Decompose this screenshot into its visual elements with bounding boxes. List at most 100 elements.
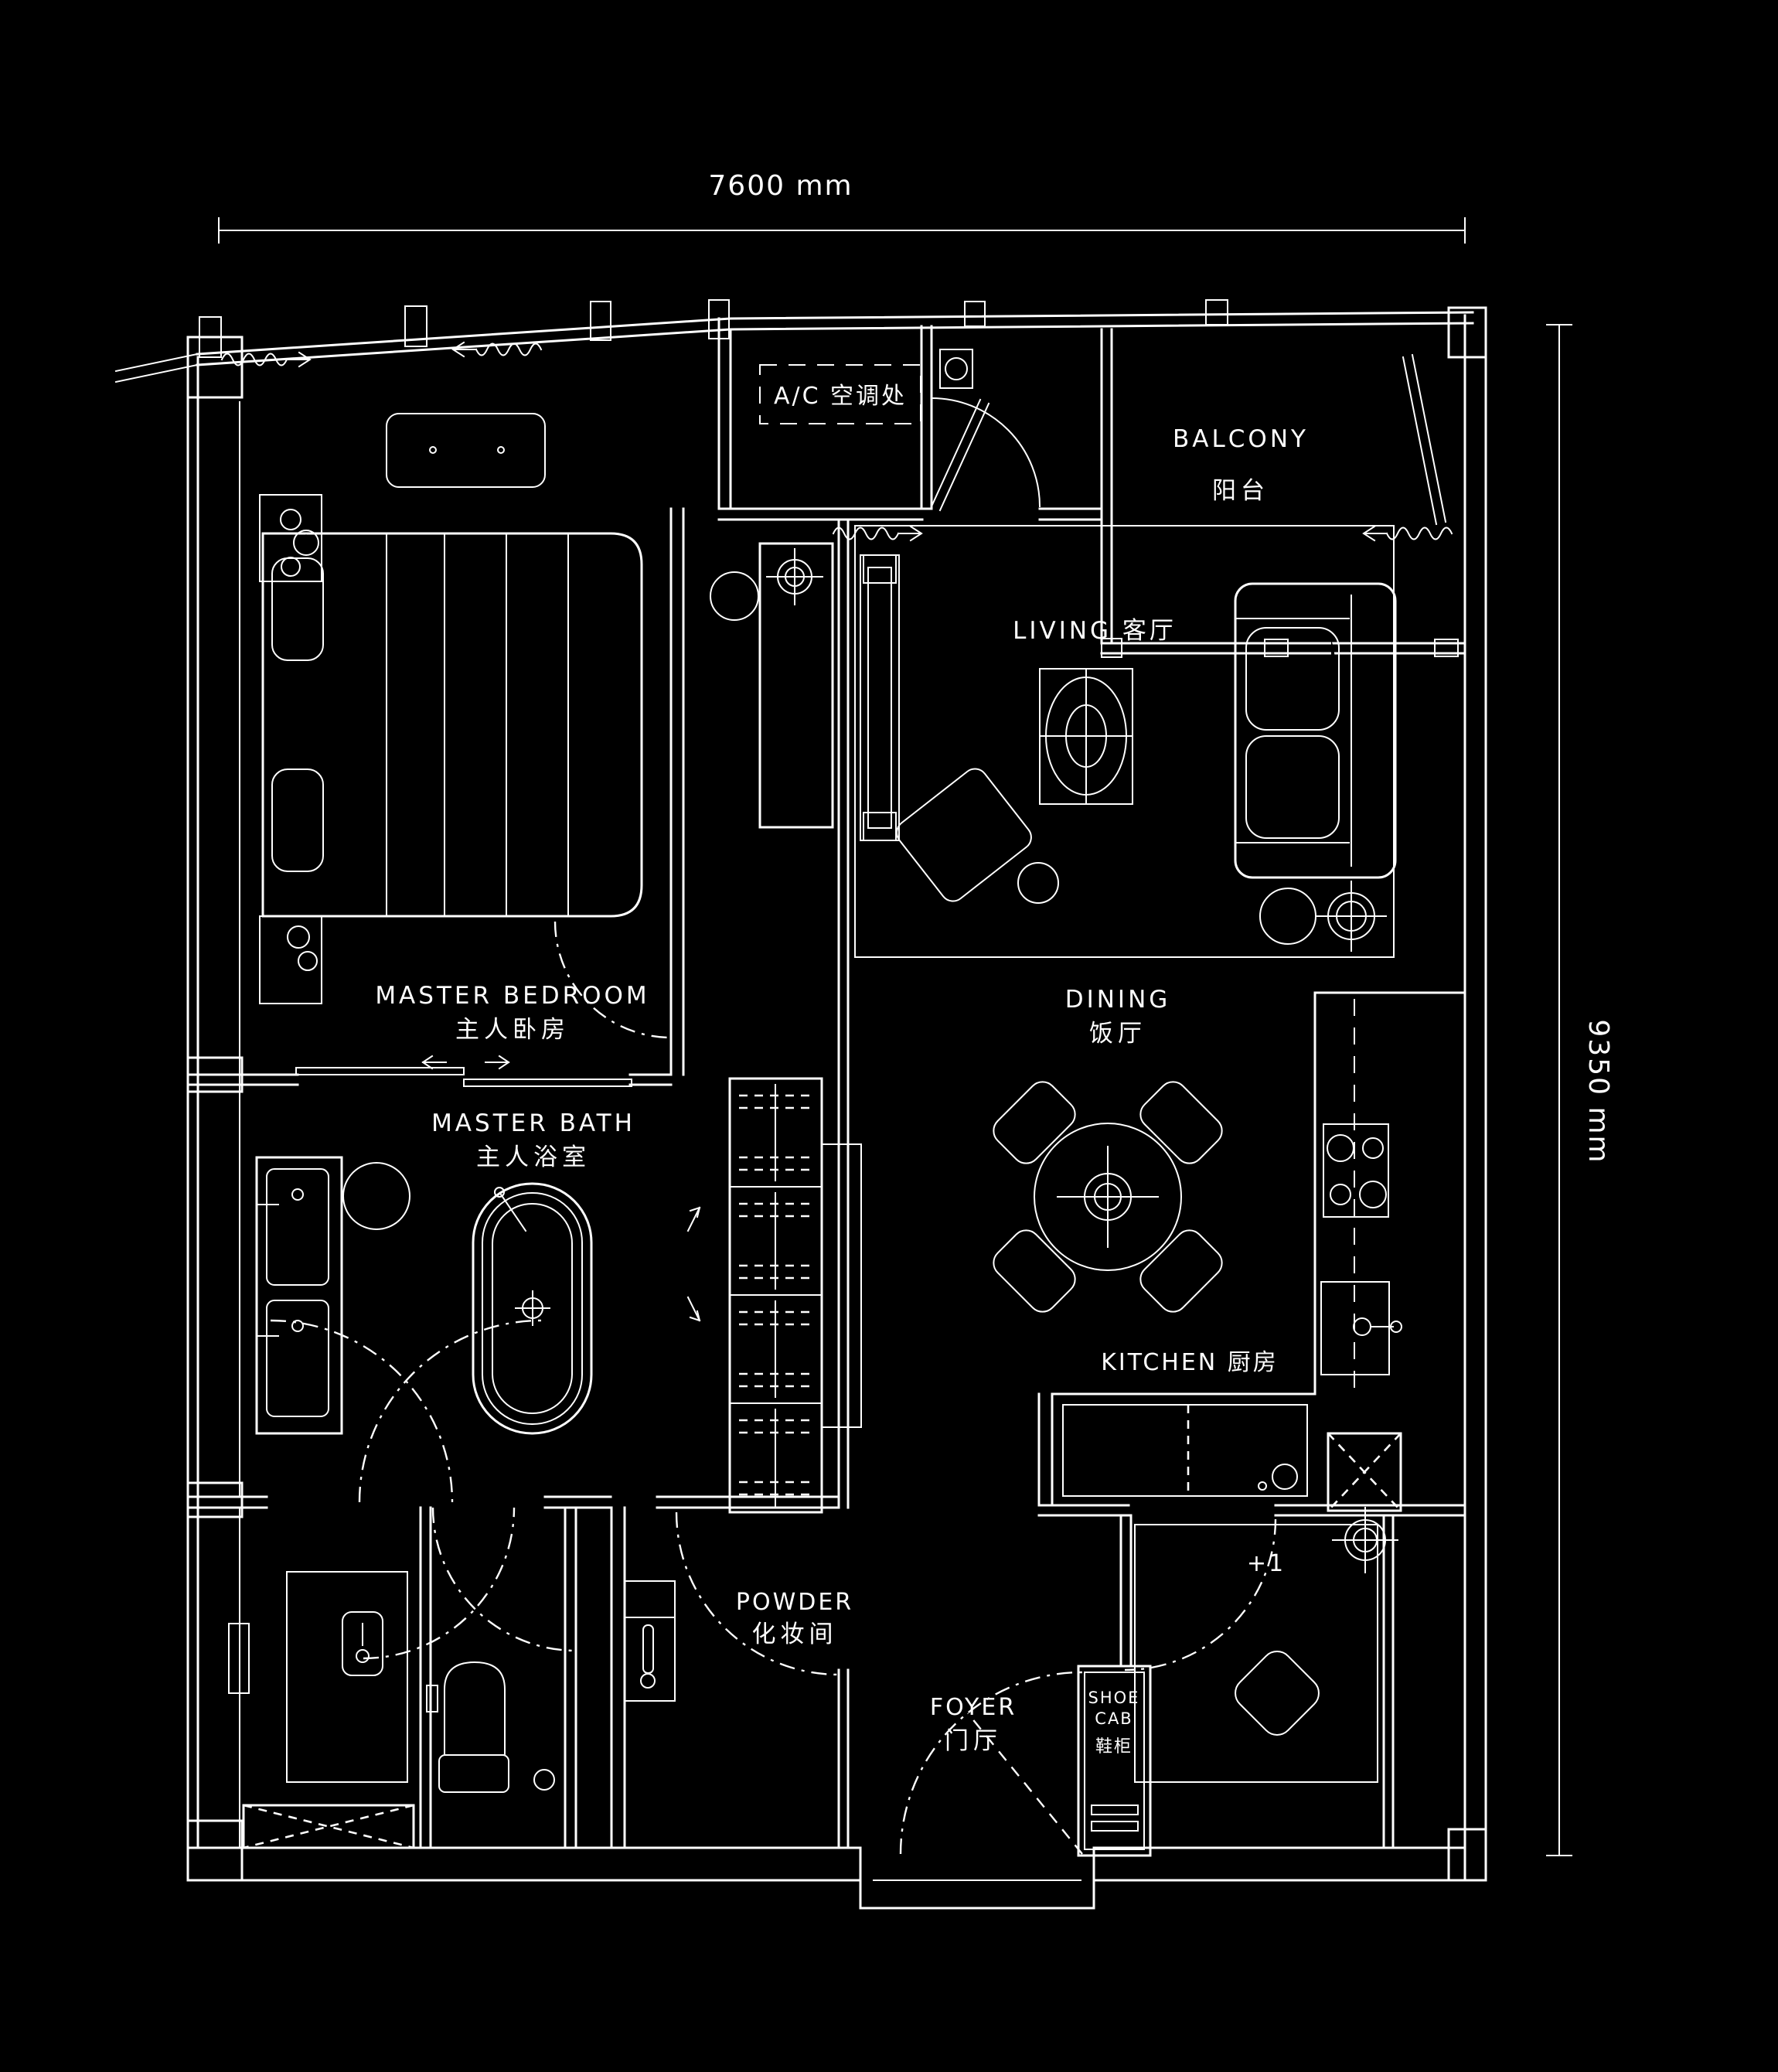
balcony-label-en: BALCONY <box>1173 425 1309 453</box>
powder-label-en: POWDER <box>736 1589 853 1616</box>
duct-box <box>1327 1432 1402 1512</box>
bed <box>261 532 643 918</box>
wall-niche <box>228 1623 250 1694</box>
bath-door-right-arc <box>358 1319 542 1503</box>
armchair <box>896 768 1032 902</box>
ac-dashed-box <box>759 364 921 424</box>
room-powder: POWDER 化妆间 <box>624 1580 853 1702</box>
wall-column <box>186 1819 244 1882</box>
room-master-bedroom: MASTER BEDROOM 主人卧房 <box>259 413 649 1044</box>
room-balcony: BALCONY 阳台 <box>1173 353 1447 526</box>
wall-column <box>1447 306 1487 359</box>
foyer-label-zh: 门厅 <box>945 1727 1002 1755</box>
bath-door-left-arc <box>270 1319 454 1503</box>
window-mullion <box>1205 299 1228 325</box>
duct-skylight-box <box>242 1804 415 1849</box>
wall-column <box>186 336 244 399</box>
doors <box>270 397 1277 1855</box>
bedroom-door-arc <box>553 921 672 1039</box>
side-table <box>1259 888 1316 945</box>
dining-label-en: DINING <box>1065 986 1171 1014</box>
entry-door-arc <box>899 1671 1083 1855</box>
room-kitchen: KITCHEN 厨房 <box>1051 999 1402 1512</box>
window-mullion <box>404 305 427 347</box>
room-ac-closet: A/C 空调处 <box>759 349 973 424</box>
sliding-door <box>295 1055 632 1087</box>
side-stool <box>710 571 759 621</box>
vent-circle-icon <box>945 357 968 380</box>
tv-console <box>860 554 900 841</box>
window-mullion <box>1264 639 1289 657</box>
shoe-cab-label-3: 鞋柜 <box>1095 1737 1133 1757</box>
shower-enclosure <box>286 1571 408 1783</box>
coffee-table <box>1039 668 1133 805</box>
room-living: LIVING 客厅 <box>854 525 1397 958</box>
room-plus-one: +1 <box>1134 1507 1398 1783</box>
room-wc <box>426 1661 555 1793</box>
shoe-cab-label-1: SHOE <box>1088 1689 1140 1707</box>
dining-label-zh: 饭厅 <box>1089 1020 1146 1048</box>
wall-column <box>1447 1828 1487 1882</box>
plus-one-door-arc <box>1124 1518 1277 1672</box>
vent-arrow-left-icon <box>1362 525 1453 542</box>
sofa <box>1234 582 1397 879</box>
exterior-walls <box>114 299 1487 1910</box>
window-mullion <box>964 301 986 327</box>
entry-door-leaf <box>967 1712 1083 1855</box>
headboard-panel <box>386 413 546 488</box>
dimension-right: 9350 mm <box>1546 324 1614 1856</box>
wardrobe <box>686 1077 862 1514</box>
plus-one-label: +1 <box>1247 1550 1286 1577</box>
kitchen-counter <box>1051 1392 1316 1497</box>
bath-vanity <box>255 1156 343 1435</box>
living-label: LIVING 客厅 <box>1013 617 1177 645</box>
shoe-cab-label-2: CAB <box>1095 1709 1133 1728</box>
tv-wall <box>710 542 900 841</box>
dimension-top-label: 7600 mm <box>708 170 853 202</box>
powder-vanity <box>624 1580 676 1702</box>
window-mullion <box>199 316 222 358</box>
room-master-bath: MASTER BATH 主人浴室 <box>255 1109 635 1435</box>
window-mullion <box>590 301 611 341</box>
bath-label-en: MASTER BATH <box>431 1109 635 1137</box>
nightstand <box>259 915 322 1004</box>
interior-walls <box>186 317 1466 1849</box>
balcony-door-leaf <box>930 398 990 512</box>
hall-cabinet <box>821 1143 862 1428</box>
pillow <box>271 768 324 872</box>
bedroom-label-en: MASTER BEDROOM <box>375 982 649 1010</box>
shower-door-arc <box>363 1507 516 1660</box>
powder-door-arc <box>675 1511 840 1676</box>
pillow <box>271 557 324 661</box>
dining-table <box>1034 1123 1182 1271</box>
bedroom-label-zh: 主人卧房 <box>455 1016 570 1044</box>
room-dining: DINING 饭厅 <box>993 986 1223 1313</box>
foyer-label-en: FOYER <box>930 1694 1017 1721</box>
toilet <box>426 1661 509 1793</box>
dimension-right-label: 9350 mm <box>1582 1019 1614 1164</box>
shower-fixture <box>342 1611 383 1676</box>
wc-door-arc <box>431 1507 577 1652</box>
vent-arrows <box>220 341 1453 542</box>
shoe-cabinet: SHOE CAB 鞋柜 <box>1077 1665 1152 1857</box>
window-mullion <box>1434 639 1459 657</box>
ac-label: A/C 空调处 <box>774 383 907 410</box>
round-mirror <box>342 1162 410 1230</box>
bathtub <box>472 1182 593 1435</box>
stool <box>1235 1651 1320 1736</box>
cooktop <box>1323 1123 1389 1218</box>
vent-arrow-left-icon <box>451 341 543 358</box>
kitchen-sink <box>1320 1281 1402 1375</box>
living-floor-outline <box>854 525 1395 958</box>
dimension-top: 7600 mm <box>218 170 1466 244</box>
balcony-label-zh: 阳台 <box>1212 477 1269 505</box>
floor-drain-icon <box>533 1769 555 1791</box>
room-shower <box>228 1571 408 1783</box>
plus-one-floor-outline <box>1134 1524 1378 1783</box>
vent-box <box>939 349 973 389</box>
balcony-door-arc <box>930 397 1041 508</box>
room-foyer: FOYER 门厅 SHOE CAB 鞋柜 <box>930 1665 1152 1857</box>
nightstand <box>259 494 322 582</box>
tv-wall-cabinet <box>758 542 834 829</box>
